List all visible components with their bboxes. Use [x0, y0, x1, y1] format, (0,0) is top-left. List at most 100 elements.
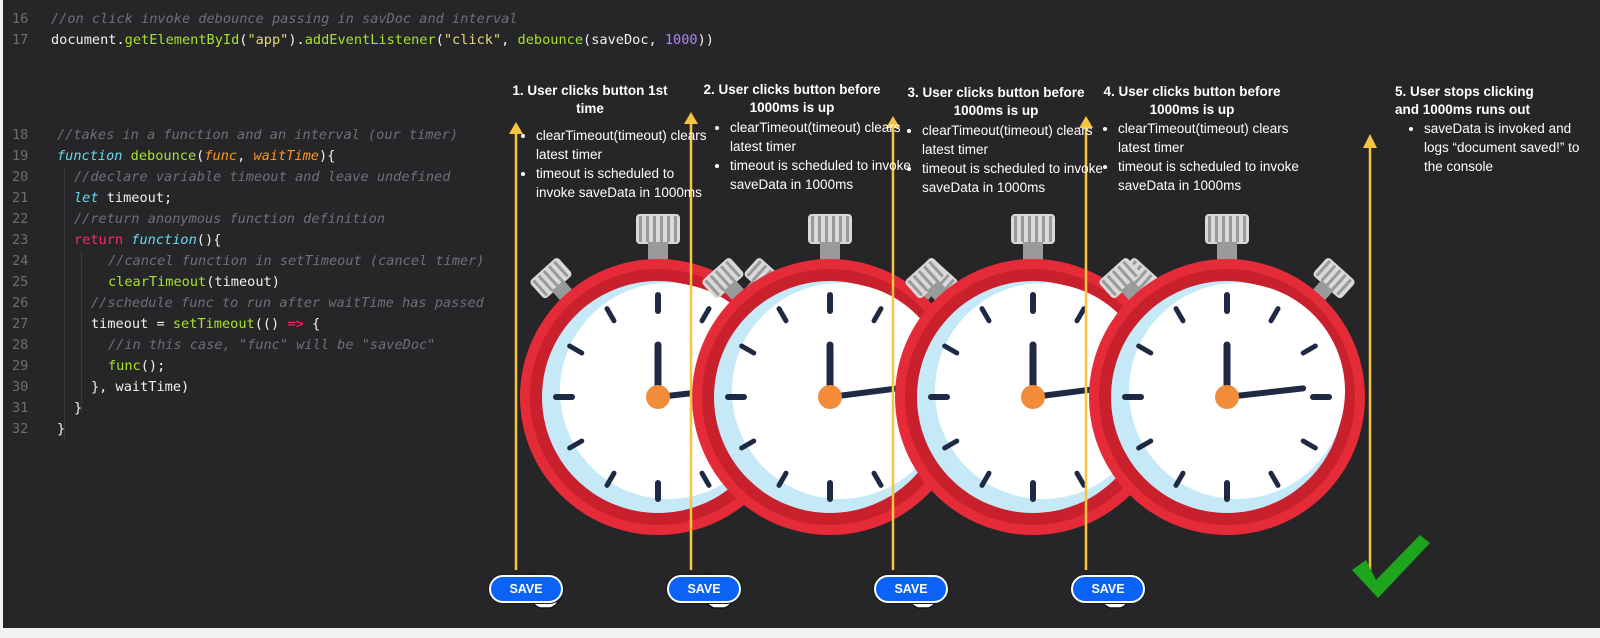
- code-text: }: [74, 398, 82, 419]
- code-text: function debounce(func, waitTime){: [57, 146, 335, 167]
- crown-ridge: [674, 216, 677, 242]
- tick-mark: [567, 438, 585, 451]
- line-number: 22: [12, 211, 29, 227]
- save-button-1[interactable]: SAVE: [489, 575, 563, 603]
- line-number: 30: [12, 379, 29, 395]
- code-text: clearTimeout(timeout): [108, 272, 280, 293]
- line-number: 21: [12, 190, 29, 206]
- crown-stem: [1217, 242, 1237, 264]
- line-number: 19: [12, 148, 29, 164]
- crown-stem: [1023, 242, 1043, 264]
- tick-mark: [776, 470, 789, 488]
- side-button-ridge: [532, 279, 548, 297]
- side-button-ridge: [1331, 274, 1347, 291]
- tick-mark: [1268, 306, 1281, 324]
- side-button-ridge: [1116, 265, 1133, 283]
- crown-ridge: [1014, 216, 1017, 242]
- tick-mark: [1268, 470, 1281, 488]
- code-token: {: [303, 316, 321, 332]
- crown-ridge: [811, 216, 814, 242]
- tick-mark: [604, 470, 617, 488]
- side-button-ridge: [1106, 274, 1123, 292]
- line-number: 32: [12, 421, 29, 437]
- side-button-ridge: [1101, 279, 1117, 297]
- hand-pivot: [1021, 385, 1045, 409]
- crown-ridge: [1215, 216, 1218, 242]
- code-token: function: [57, 148, 131, 164]
- step-3-bullet-1: clearTimeout(timeout) clears latest time…: [922, 121, 1110, 159]
- side-button-ridge: [928, 260, 944, 278]
- code-token: debounce: [517, 32, 584, 48]
- code-token: (saveDoc,: [583, 32, 665, 48]
- code-text: //declare variable timeout and leave und…: [74, 167, 450, 188]
- line-number: 20: [12, 169, 29, 185]
- crown-ridge: [1021, 216, 1024, 242]
- left-edge-strip: [0, 0, 3, 638]
- step-2-bullet-2: timeout is scheduled to invoke saveData …: [730, 156, 916, 194]
- bottom-edge-strip: [0, 628, 1600, 638]
- code-token: //in this case, "func" will be "saveDoc": [108, 337, 436, 353]
- up-arrow-head: [886, 116, 900, 128]
- side-button-ridge: [1137, 274, 1153, 291]
- step-4-bullet-2: timeout is scheduled to invoke saveData …: [1118, 157, 1306, 195]
- code-token: setTimeout: [172, 316, 255, 332]
- crown-ridge: [846, 216, 849, 242]
- crown-ridge: [1229, 216, 1232, 242]
- code-text: let timeout;: [74, 188, 172, 209]
- step-4-bullet-1: clearTimeout(timeout) clears latest time…: [1118, 119, 1306, 157]
- tick-mark: [567, 343, 585, 356]
- save-button-3[interactable]: SAVE: [874, 575, 948, 603]
- code-token: }, waitTime): [91, 379, 190, 395]
- crown-stem: [648, 242, 668, 264]
- step-2-title: 2. User clicks button before 1000ms is u…: [703, 82, 881, 115]
- line-number: 24: [12, 253, 29, 269]
- step-5-title: 5. User stops clicking and 1000ms runs o…: [1395, 84, 1534, 117]
- code-token: (timeout): [206, 274, 280, 290]
- code-token: ).: [288, 32, 305, 48]
- save-button-2[interactable]: SAVE: [667, 575, 741, 603]
- side-button-ridge: [912, 274, 929, 292]
- code-token: let: [74, 190, 107, 206]
- code-token: }: [74, 400, 83, 416]
- crown-ridge: [1042, 216, 1045, 242]
- stopwatch-crown: [636, 214, 680, 244]
- side-button-ridge: [746, 259, 763, 277]
- step-5-bullets: saveData is invoked and logs “document s…: [1404, 119, 1594, 176]
- step-4-title: 4. User clicks button before 1000ms is u…: [1103, 84, 1281, 117]
- code-text: //return anonymous function definition: [74, 209, 385, 230]
- tick-mark: [1136, 343, 1154, 356]
- side-button-ridge: [1111, 269, 1128, 287]
- step-1-bullets: clearTimeout(timeout) clears latest time…: [516, 126, 712, 202]
- side-button-ridge: [1320, 264, 1337, 282]
- tick-mark: [1173, 470, 1186, 488]
- side-button-ridge: [725, 260, 741, 278]
- side-button-ridge: [709, 274, 726, 292]
- code-text: timeout = setTimeout(() => {: [91, 314, 320, 335]
- line-number: 28: [12, 337, 29, 353]
- crown-ridge: [1243, 216, 1246, 242]
- tick-mark: [871, 306, 884, 324]
- tick-mark: [776, 306, 789, 324]
- code-token: timeout =: [91, 316, 173, 332]
- crown-ridge: [1035, 216, 1038, 242]
- tick-mark: [1173, 306, 1186, 324]
- save-button-4[interactable]: SAVE: [1071, 575, 1145, 603]
- side-button-ridge: [542, 269, 559, 287]
- stopwatch-crown: [808, 214, 852, 244]
- code-token: (: [196, 148, 205, 164]
- hand-pivot: [1215, 385, 1239, 409]
- side-button-ridge: [1315, 259, 1332, 277]
- code-token: (: [239, 32, 248, 48]
- code-text: document.getElementById("app").addEventL…: [51, 30, 714, 51]
- code-token: ,: [501, 32, 518, 48]
- code-token: ){: [318, 148, 336, 164]
- step-1-bullet-1: clearTimeout(timeout) clears latest time…: [536, 126, 712, 164]
- code-token: (){: [196, 232, 222, 248]
- tick-mark: [942, 438, 960, 451]
- code-token: clearTimeout: [108, 274, 207, 290]
- code-token: ((): [254, 316, 288, 332]
- tick-mark: [1074, 306, 1087, 324]
- tick-mark: [1074, 470, 1087, 488]
- tick-mark: [871, 470, 884, 488]
